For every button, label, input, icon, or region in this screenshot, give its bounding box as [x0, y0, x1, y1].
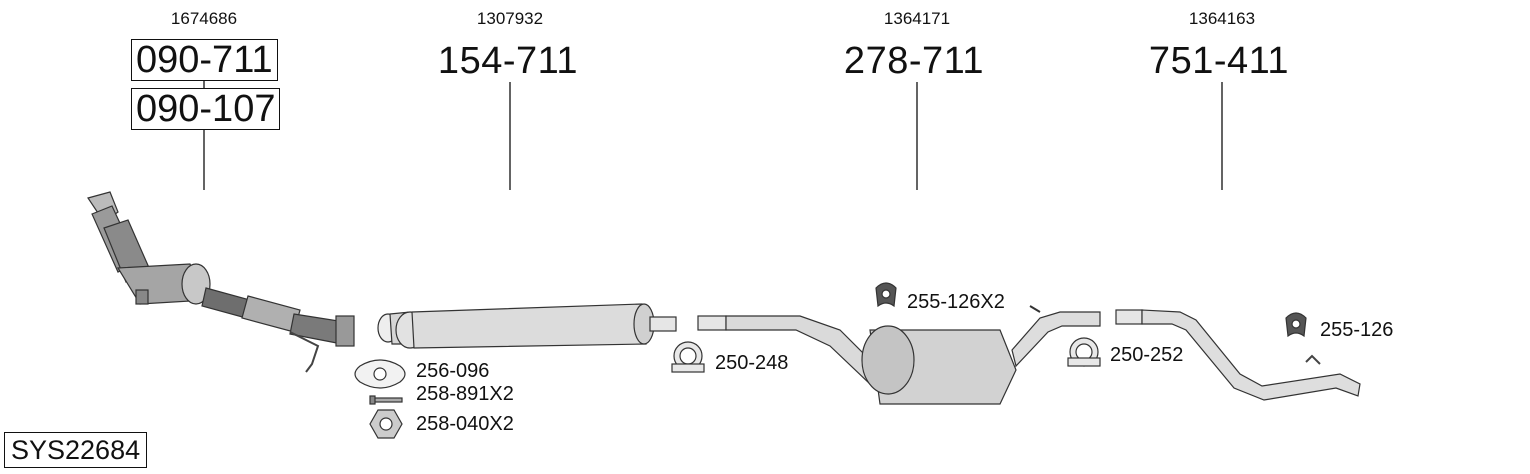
rear-silencer-part: [697, 305, 1101, 405]
tail-pipe-part: [1115, 309, 1361, 401]
part-number-3[interactable]: 278-711: [843, 40, 985, 82]
nut-label[interactable]: 258-040X2: [416, 413, 514, 435]
part-number-2[interactable]: 154-711: [437, 40, 579, 82]
oem-number-2: 1307932: [476, 9, 544, 28]
hanger-label-2[interactable]: 255-126: [1320, 319, 1394, 341]
oem-number-4: 1364163: [1188, 9, 1256, 28]
catalytic-converter-part: [87, 191, 355, 373]
clamp-icon-2: [1067, 337, 1101, 367]
gasket-icon: [354, 359, 406, 389]
part-number-4[interactable]: 751-411: [1148, 40, 1290, 82]
clamp-label-2[interactable]: 250-252: [1110, 344, 1184, 366]
hanger-label-1[interactable]: 255-126X2: [907, 291, 1005, 313]
hanger-icon-2: [1285, 312, 1307, 338]
clamp-icon-1: [671, 341, 705, 373]
hanger-icon-1: [875, 282, 897, 308]
nut-icon: [369, 409, 403, 439]
centre-silencer-part: [377, 303, 677, 349]
system-id-box: SYS22684: [4, 432, 148, 468]
oem-number-1: 1674686: [170, 9, 238, 28]
oem-number-3: 1364171: [883, 9, 951, 28]
bolt-label[interactable]: 258-891X2: [416, 383, 514, 405]
part-number-box-1b[interactable]: 090-107: [131, 88, 281, 130]
clamp-label-1[interactable]: 250-248: [715, 352, 789, 374]
bolt-icon: [369, 395, 403, 405]
part-number-box-1a[interactable]: 090-711: [131, 39, 278, 81]
gasket-label[interactable]: 256-096: [416, 360, 490, 382]
